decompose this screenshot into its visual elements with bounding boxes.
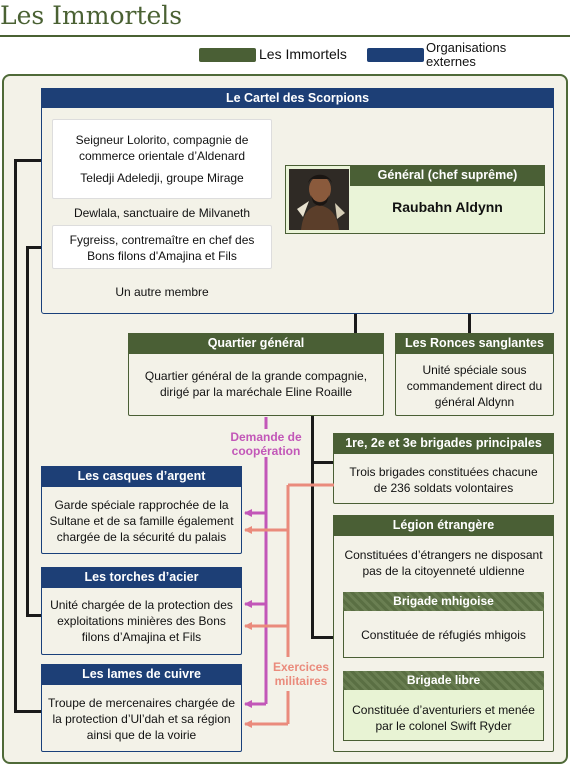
ronces-text: Unité spéciale sous commandement direct … (406, 363, 543, 409)
brigade-mhigoise-text: Constituée de réfugiés mhigois (361, 628, 526, 642)
casques-text: Garde spéciale rapprochée de la Sultane … (49, 498, 234, 544)
exercices-label: Exercices militaires (272, 660, 330, 688)
cartel-header: Le Cartel des Scorpions (41, 88, 554, 108)
exercices-arrow (244, 483, 334, 728)
general-header: Général (chef suprême) (350, 165, 545, 186)
torches-text: Unité chargée de la protection des explo… (50, 598, 233, 644)
legend-swatch-immortels (199, 48, 256, 62)
title-divider (0, 35, 570, 37)
casques-header: Les casques d’argent (41, 466, 242, 487)
hq-header: Quartier général (128, 333, 384, 354)
legion-text: Constituées d’étrangers ne disposant pas… (344, 548, 543, 578)
connector-left-vertical-outer (14, 159, 17, 712)
torches-header: Les torches d’acier (41, 567, 242, 588)
lames-header: Les lames de cuivre (41, 664, 242, 685)
page-title: Les Immortels (0, 1, 183, 30)
legend-label-external: Organisations externes (426, 40, 507, 69)
cartel-member-fygreiss: Fygreiss, contremaître en chef des Bons … (52, 225, 272, 269)
hq-text: Quartier général de la grande compagnie,… (144, 369, 368, 399)
brigade-libre-text: Constituée d’aventuriers et menée par le… (352, 703, 535, 733)
connector-left-vertical-inner (26, 246, 29, 616)
brigades-header: 1re, 2e et 3e brigades principales (333, 433, 554, 454)
connector-legion (311, 636, 333, 639)
cooperation-arrow (244, 417, 268, 708)
connector-cartel-top (14, 159, 53, 162)
general-name: Raubahn Aldynn (392, 199, 503, 215)
general-portrait (289, 169, 349, 230)
cartel-member-dewlala: Dewlala, sanctuaire de Milvaneth (73, 206, 251, 220)
legend-label-immortels: Les Immortels (259, 46, 347, 62)
ronces-header: Les Ronces sanglantes (395, 333, 554, 354)
legion-header: Légion étrangère (333, 515, 554, 536)
legend-swatch-external (367, 48, 424, 62)
cartel-members-box: Seigneur Lolorito, compagnie de commerce… (52, 119, 272, 199)
connector-torches (26, 614, 42, 617)
cooperation-label: Demande de coopération (230, 430, 302, 458)
cartel-member-lolorito: Seigneur Lolorito, compagnie de commerce… (75, 133, 249, 163)
brigade-mhigoise-header: Brigade mhigoise (343, 592, 544, 611)
connector-hq-divisions-vertical (311, 416, 314, 638)
brigades-text: Trois brigades constituées chacune de 23… (349, 465, 538, 495)
connector-cartel-fygreiss (26, 246, 53, 249)
brigade-libre-header: Brigade libre (343, 671, 544, 690)
lames-text: Troupe de mercenaires chargée de la prot… (48, 696, 235, 742)
connector-lames (14, 710, 42, 713)
connector-brigades (311, 461, 333, 464)
cartel-member-other: Un autre membre (115, 285, 209, 299)
cartel-member-teledji: Teledji Adeledji, groupe Mirage (80, 171, 244, 185)
